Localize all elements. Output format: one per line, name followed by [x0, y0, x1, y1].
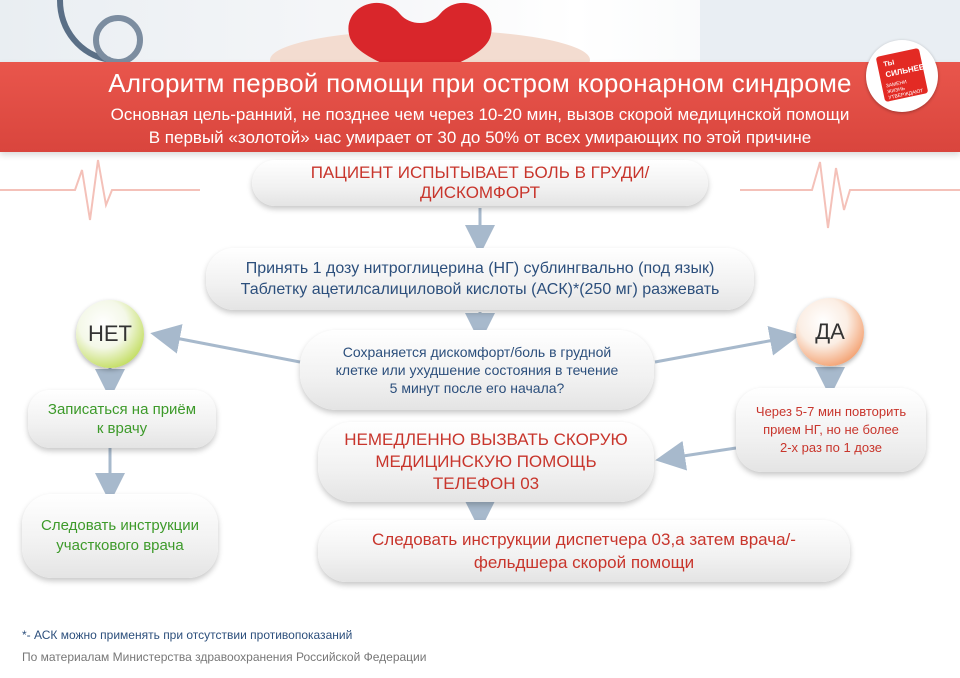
header-banner: Алгоритм первой помощи при остром корона…	[0, 62, 960, 152]
step-chest-pain: ПАЦИЕНТ ИСПЫТЫВАЕТ БОЛЬ В ГРУДИ/ДИСКОМФО…	[252, 160, 708, 206]
footnote-ask: *- АСК можно применять при отсутствии пр…	[22, 628, 353, 642]
arrow-question-to-no	[150, 324, 301, 364]
step-call-ambulance: НЕМЕДЛЕННО ВЫЗВАТЬ СКОРУЮ МЕДИЦИНСКУЮ ПО…	[318, 422, 654, 502]
answer-no-circle: НЕТ	[76, 300, 144, 368]
step-book-doctor-appointment: Записаться на приём к врачу	[28, 390, 216, 448]
page-title: Алгоритм первой помощи при остром корона…	[108, 68, 852, 98]
question-discomfort-persists: Сохраняется дискомфорт/боль в грудной кл…	[300, 330, 654, 410]
heart-icon	[348, 3, 492, 70]
step-repeat-nitroglycerin: Через 5-7 мин повторить прием НГ, но не …	[736, 388, 926, 472]
source-note: По материалам Министерства здравоохранен…	[22, 650, 427, 664]
step-take-medication: Принять 1 дозу нитроглицерина (НГ) субли…	[206, 248, 754, 310]
answer-yes-circle: ДА	[796, 298, 864, 366]
step-follow-local-doctor: Следовать инструкции участкового врача	[22, 494, 218, 578]
page-subtitle-goal: Основная цель-ранний, не позднее чем чер…	[110, 105, 850, 124]
arrow-question-to-yes	[654, 325, 800, 364]
page-subtitle-golden-hour: В первый «золотой» час умирает от 30 до …	[148, 128, 812, 147]
arrow-repeat-to-ambulance	[655, 440, 737, 471]
campaign-logo: ТЫ СИЛЬНЕЕ ЗАМЕНИ ЖИЗНЬ УТВЕРЖДАЮТ	[866, 40, 938, 112]
step-follow-dispatcher: Следовать инструкции диспетчера 03,а зат…	[318, 520, 850, 582]
ecg-decoration	[0, 159, 960, 229]
